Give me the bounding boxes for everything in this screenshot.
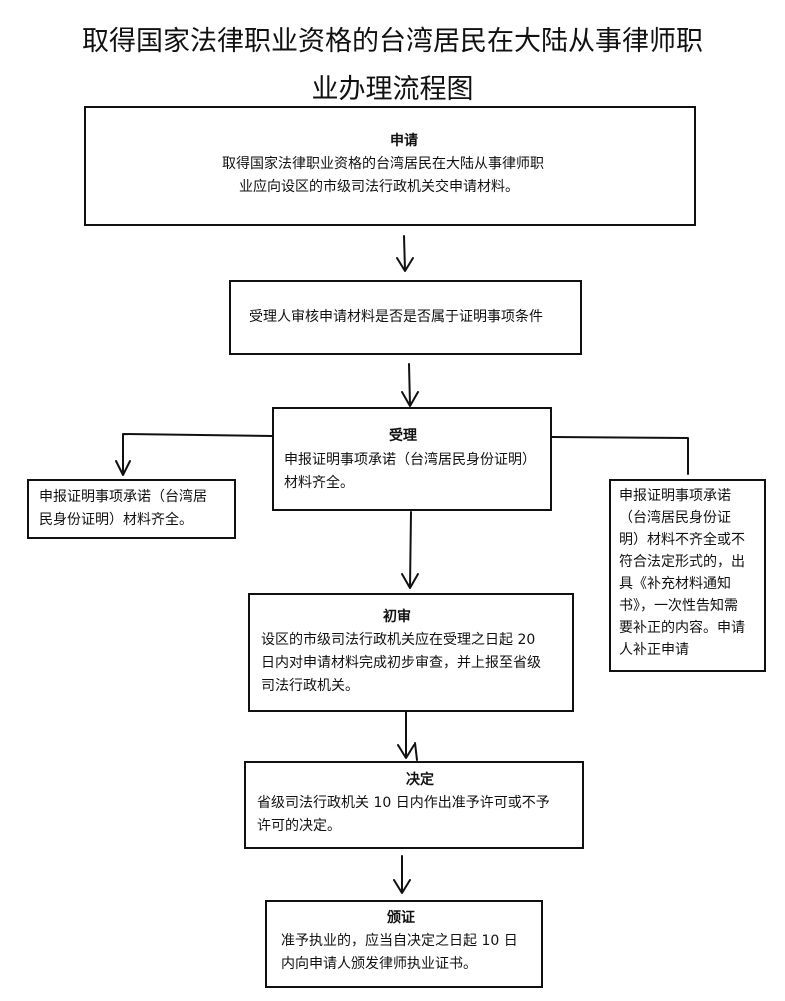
right-branch-line-4: 符合法定形式的，出 — [619, 554, 745, 570]
left-branch-box — [27, 479, 236, 539]
right-branch-line-5: 具《补充材料通知 — [619, 576, 731, 592]
decision-box — [244, 761, 584, 849]
accept-text-line-1: 申报证明事项承诺（台湾居民身份证明） — [284, 452, 536, 468]
prelim-text-line-3: 司法行政机关。 — [261, 678, 359, 694]
issue-box — [265, 900, 543, 988]
accept-heading: 受理 — [389, 428, 417, 444]
arrowhead-left-branch — [115, 460, 131, 476]
decision-text-line-1: 省级司法行政机关 10 日内作出准予许可或不予 — [257, 795, 550, 811]
review-box — [229, 280, 582, 355]
page-title-line-2: 业办理流程图 — [311, 74, 474, 105]
right-branch-line-8: 人补正申请 — [619, 642, 689, 658]
left-branch-text-line-1: 申报证明事项承诺（台湾居 — [39, 489, 207, 505]
page-title-line-1: 取得国家法律职业资格的台湾居民在大陆从事律师职 — [82, 26, 703, 57]
apply-box — [84, 106, 696, 226]
issue-heading: 颁证 — [387, 910, 415, 926]
arrow-accept-to-prelim — [409, 511, 412, 588]
right-branch-box — [609, 479, 766, 672]
accept-box — [272, 407, 552, 511]
apply-heading: 申请 — [390, 133, 418, 149]
prelim-text-line-2: 日内对申请材料完成初步审查，并上报至省级 — [261, 655, 541, 671]
branch-line-right — [551, 436, 689, 475]
right-branch-line-6: 书》，一次性告知需 — [619, 598, 738, 614]
apply-text-line-1: 取得国家法律职业资格的台湾居民在大陆从事律师职 — [222, 156, 544, 172]
issue-text-line-2: 内向申请人颁发律师执业证书。 — [281, 956, 477, 972]
arrowhead-review-to-accept — [401, 391, 419, 407]
right-branch-line-2: （台湾居民身份证 — [619, 510, 731, 526]
review-text: 受理人审核申请材料是否是否属于证明事项条件 — [249, 309, 543, 325]
prelim-box — [248, 593, 574, 712]
left-branch-text-line-2: 民身份证明）材料齐全。 — [39, 512, 193, 528]
arrowhead-prelim-to-decision — [397, 744, 415, 759]
decision-heading: 决定 — [406, 772, 434, 788]
right-branch-line-1: 申报证明事项承诺 — [619, 488, 731, 504]
arrow-apply-to-review — [403, 235, 406, 271]
right-branch-line-3: 明）材料不齐全或不 — [619, 532, 745, 548]
apply-text-line-2: 业应向设区的市级司法行政机关交申请材料。 — [239, 179, 519, 195]
decision-text-line-2: 许可的决定。 — [257, 818, 341, 834]
arrow-review-to-accept — [408, 363, 411, 406]
stray-mark — [414, 742, 418, 761]
arrowhead-decision-to-issue — [393, 879, 411, 894]
branch-line-left — [122, 433, 273, 475]
accept-text-line-2: 材料齐全。 — [284, 475, 354, 491]
issue-text-line-1: 准予执业的，应当自决定之日起 10 日 — [281, 933, 518, 949]
prelim-text-line-1: 设区的市级司法行政机关应在受理之日起 20 — [261, 632, 536, 648]
prelim-heading: 初审 — [383, 609, 411, 625]
arrowhead-apply-to-review — [396, 257, 414, 272]
arrowhead-accept-to-prelim — [401, 573, 419, 589]
right-branch-line-7: 要补正的内容。申请 — [619, 620, 745, 636]
